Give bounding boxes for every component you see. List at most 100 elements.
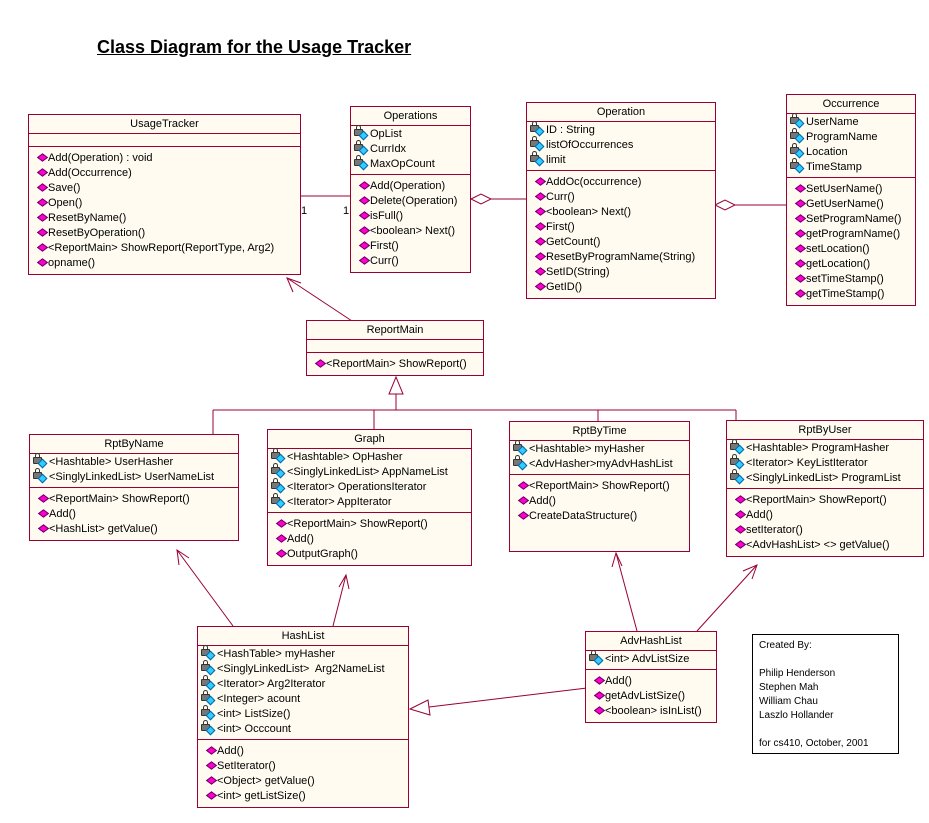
class-reportmain[interactable]: ReportMain<ReportMain> ShowReport() [306,320,484,376]
operation-row[interactable]: getAdvListSize() [593,689,716,704]
attribute-row[interactable]: <Iterator> Arg2Iterator [201,675,408,692]
operation-row[interactable]: <ReportMain> ShowReport() [275,517,471,532]
operation-row[interactable]: ResetByName() [36,211,300,226]
operation-row[interactable]: Add() [205,744,408,759]
operation-row[interactable]: Add(Occurrence) [36,166,300,181]
operation-row[interactable]: <ReportMain> ShowReport() [37,492,238,507]
class-graph[interactable]: Graph<Hashtable> OpHasher<SinglyLinkedLi… [267,429,472,566]
attribute-row[interactable]: TimeStamp [790,158,915,175]
credits-line: Philip Henderson [759,668,836,679]
operation-row[interactable]: <AdvHashList> <> getValue() [734,538,923,553]
operation-row[interactable]: getProgramName() [794,227,915,242]
attribute-row[interactable]: <Hashtable> UserHasher [33,453,238,470]
operation-row[interactable]: Curr() [358,254,470,269]
operation-row[interactable]: Add() [734,508,923,523]
operation-label: Add() [287,533,314,545]
class-hashlist[interactable]: HashList<HashTable> myHasher<SinglyLinke… [197,626,409,808]
attribute-row[interactable]: <Integer> acount [201,690,408,707]
attribute-label: TimeStamp [806,161,862,173]
operation-row[interactable]: setLocation() [794,242,915,257]
attribute-row[interactable]: limit [530,151,715,168]
operation-row[interactable]: Open() [36,196,300,211]
operation-label: getAdvListSize() [605,690,686,702]
operation-row[interactable]: <int> getListSize() [205,789,408,804]
operation-row[interactable]: SetProgramName() [794,212,915,227]
attribute-row[interactable]: <AdvHasher>myAdvHashList [513,455,689,472]
attribute-row[interactable]: <Hashtable> myHasher [513,440,689,457]
attribute-row[interactable]: <Iterator> KeyListIterator [730,454,923,471]
operation-row[interactable]: Add(Operation) : void [36,151,300,166]
operation-row[interactable]: opname() [36,256,300,271]
attribute-row[interactable]: <int> AdvListSize [589,650,716,667]
operation-row[interactable]: <ReportMain> ShowReport(ReportType, Arg2… [36,241,300,256]
operation-row[interactable]: <Object> getValue() [205,774,408,789]
operation-row[interactable]: <ReportMain> ShowReport() [734,493,923,508]
private-attribute-icon [271,448,287,464]
operation-row[interactable]: <HashList> getValue() [37,522,238,537]
attribute-row[interactable]: ProgramName [790,128,915,145]
attribute-row[interactable]: <SinglyLinkedList> ProgramList [730,469,923,486]
operation-row[interactable]: SetID(String) [534,265,715,280]
operation-row[interactable]: Save() [36,181,300,196]
operation-row[interactable]: getTimeStamp() [794,287,915,302]
operation-row[interactable]: Add(Operation) [358,179,470,194]
attribute-row[interactable]: <Iterator> AppIterator [271,493,471,510]
attribute-row[interactable]: <Hashtable> ProgramHasher [730,439,923,456]
operation-row[interactable]: Add() [517,494,689,509]
operation-row[interactable]: Add() [275,532,471,547]
operation-row[interactable]: isFull() [358,209,470,224]
attribute-row[interactable]: <HashTable> myHasher [201,645,408,662]
operation-row[interactable]: <boolean> Next() [534,205,715,220]
attribute-row[interactable]: Location [790,143,915,160]
operation-row[interactable]: <ReportMain> ShowReport() [517,479,689,494]
attribute-row[interactable]: MaxOpCount [354,155,470,172]
operation-row[interactable]: ResetByOperation() [36,226,300,241]
operation-row[interactable]: First() [358,239,470,254]
operation-row[interactable]: Add() [37,507,238,522]
public-operation-icon [314,359,327,368]
operation-row[interactable]: <boolean> Next() [358,224,470,239]
operation-row[interactable]: Add() [593,674,716,689]
operation-row[interactable]: Curr() [534,190,715,205]
attribute-row[interactable]: <SinglyLinkedList> UserNameList [33,468,238,485]
diagram-title: Class Diagram for the Usage Tracker [97,37,412,57]
attribute-row[interactable]: <SinglyLinkedList> AppNameList [271,463,471,480]
attribute-row[interactable]: <Hashtable> OpHasher [271,448,471,465]
operation-row[interactable]: GetUserName() [794,197,915,212]
operation-row[interactable]: ResetByProgramName(String) [534,250,715,265]
operation-row[interactable]: SetIterator() [205,759,408,774]
operation-row[interactable]: OutputGraph() [275,547,471,562]
attribute-row[interactable]: listOfOccurrences [530,136,715,153]
operation-row[interactable]: <ReportMain> ShowReport() [314,357,483,372]
operation-row[interactable]: First() [534,220,715,235]
operation-row[interactable]: <boolean> isInList() [593,704,716,719]
attribute-row[interactable]: ID : String [530,121,715,138]
class-rptbytime[interactable]: RptByTime<Hashtable> myHasher<AdvHasher>… [509,421,690,552]
operation-row[interactable]: SetUserName() [794,182,915,197]
attribute-row[interactable]: CurrIdx [354,140,470,157]
attribute-row[interactable]: OpList [354,125,470,142]
attribute-row[interactable]: <int> Occcount [201,720,408,737]
operation-label: opname() [48,257,96,269]
operation-row[interactable]: getLocation() [794,257,915,272]
attribute-row[interactable]: UserName [790,113,915,130]
class-rptbyname[interactable]: RptByName<Hashtable> UserHasher<SinglyLi… [29,434,239,541]
operation-row[interactable]: setIterator() [734,523,923,538]
operation-row[interactable]: GetCount() [534,235,715,250]
attribute-row[interactable]: <int> ListSize() [201,705,408,722]
public-operation-icon [358,241,371,250]
attribute-row[interactable]: <Iterator> OperationsIterator [271,478,471,495]
private-attribute-icon [201,660,217,676]
operation-row[interactable]: Delete(Operation) [358,194,470,209]
attribute-row[interactable]: <SinglyLinkedList> Arg2NameList [201,660,408,677]
operation-row[interactable]: CreateDataStructure() [517,509,689,524]
operation-row[interactable]: AddOc(occurrence) [534,175,715,190]
operation-row[interactable]: setTimeStamp() [794,272,915,287]
operation-row[interactable]: GetID() [534,280,715,295]
class-rptbyuser[interactable]: RptByUser<Hashtable> ProgramHasher<Itera… [726,420,924,557]
